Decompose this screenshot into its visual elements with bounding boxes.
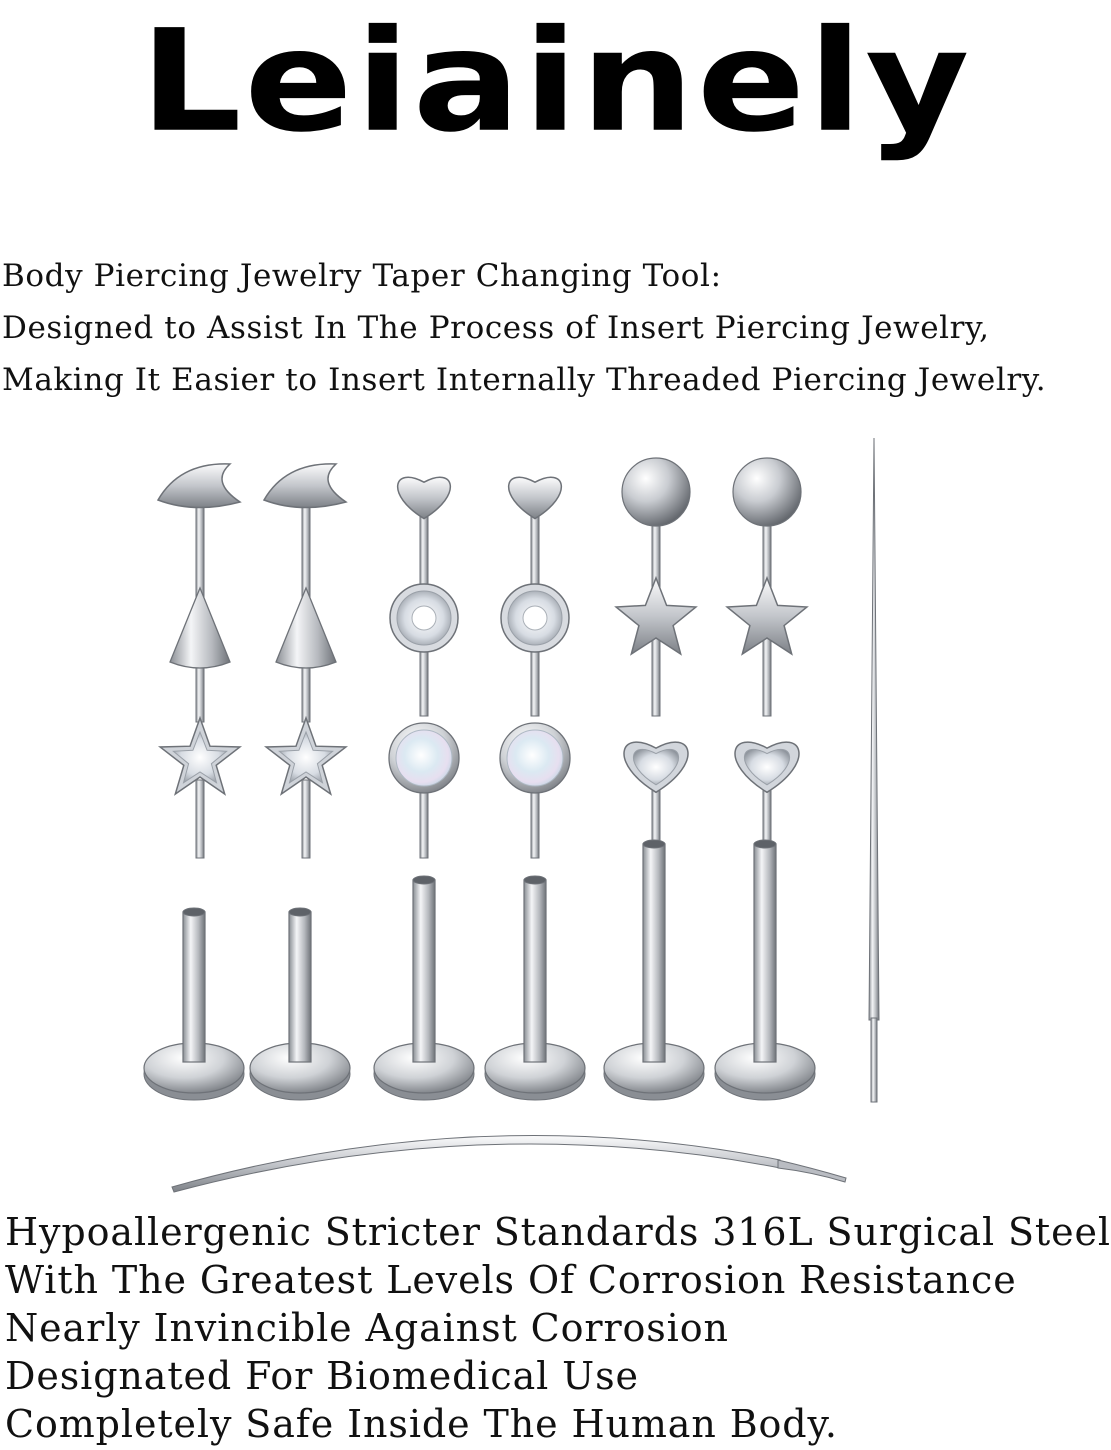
labret-post bbox=[714, 839, 816, 1101]
curved-taper-tool bbox=[171, 1135, 847, 1193]
feature-line: Nearly Invincible Against Corrosion bbox=[5, 1306, 729, 1350]
moon-top bbox=[156, 463, 242, 601]
product-illustration bbox=[143, 437, 880, 1193]
intro-text: Body Piercing Jewelry Taper Changing Too… bbox=[2, 250, 1111, 406]
labret-post bbox=[249, 907, 351, 1101]
feature-line: Designated For Biomedical Use bbox=[5, 1354, 639, 1398]
gem-star-top bbox=[157, 715, 243, 859]
heart-top bbox=[396, 476, 452, 605]
brand-name: Leiainely bbox=[139, 0, 972, 164]
star-top bbox=[725, 575, 809, 717]
features-text: Hypoallergenic Stricter Standards 316L S… bbox=[5, 1208, 1111, 1448]
labret-post bbox=[484, 875, 586, 1101]
intro-line: Making It Easier to Insert Internally Th… bbox=[2, 362, 1047, 398]
brand-logo: Leiainely bbox=[0, 0, 1111, 180]
moon-top bbox=[262, 463, 348, 601]
labret-post bbox=[603, 839, 705, 1101]
feature-line: Completely Safe Inside The Human Body. bbox=[5, 1402, 838, 1446]
gem-heart-top bbox=[734, 741, 800, 855]
star-top bbox=[614, 575, 698, 717]
straight-taper-tool bbox=[868, 437, 880, 1103]
labret-post bbox=[373, 875, 475, 1101]
gem-round-top bbox=[389, 583, 459, 717]
opal-top bbox=[388, 722, 460, 859]
gem-star-top bbox=[263, 715, 349, 859]
labret-post bbox=[143, 907, 245, 1101]
gem-round-top bbox=[500, 583, 570, 717]
gem-heart-top bbox=[623, 741, 689, 855]
feature-line: Hypoallergenic Stricter Standards 316L S… bbox=[5, 1210, 1111, 1254]
opal-top bbox=[499, 722, 571, 859]
intro-line: Body Piercing Jewelry Taper Changing Too… bbox=[2, 258, 722, 294]
intro-line: Designed to Assist In The Process of Ins… bbox=[2, 310, 990, 346]
heart-top bbox=[507, 476, 563, 605]
feature-line: With The Greatest Levels Of Corrosion Re… bbox=[5, 1258, 1017, 1302]
spike-top bbox=[275, 586, 337, 723]
spike-top bbox=[169, 586, 231, 723]
